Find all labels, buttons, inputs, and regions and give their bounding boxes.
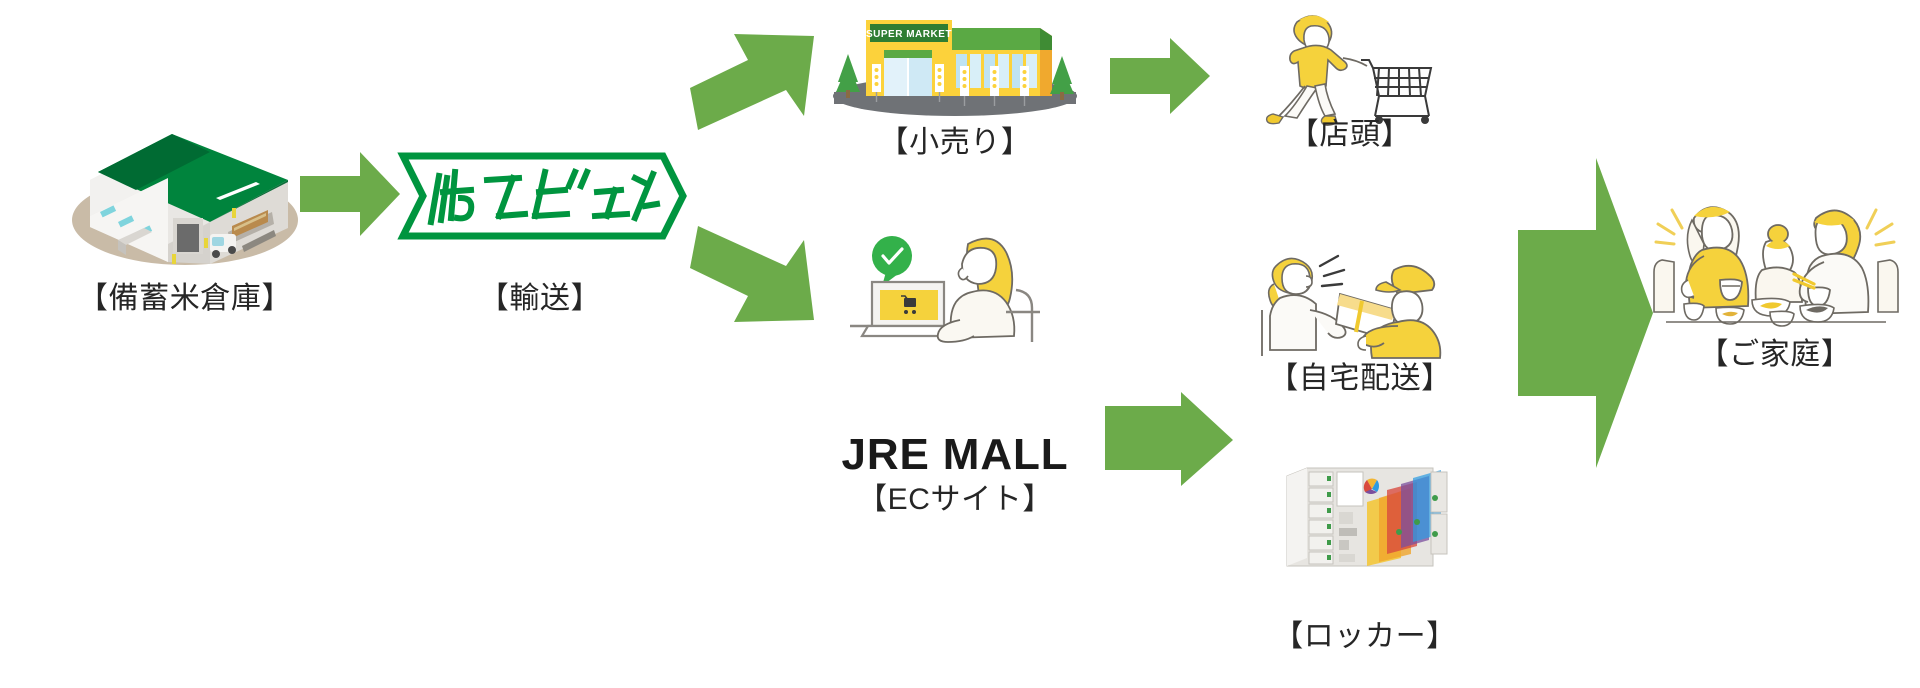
parcel-handover-icon [1261, 254, 1442, 359]
arrow-transport-to-retail [690, 12, 820, 132]
shopper-with-cart-icon [1265, 15, 1433, 126]
arrow-retail-to-storefront [1110, 38, 1210, 114]
jre-mall-wordmark: JRE MALL [841, 430, 1069, 479]
label-household: 【ご家庭】 [1698, 338, 1852, 371]
family-dining-icon [1653, 206, 1899, 327]
label-transport: 【輸送】 [478, 282, 602, 315]
node-locker [1283, 458, 1473, 576]
supermarket-icon: SUPER MARKET [833, 20, 1077, 116]
parcel-locker-icon [1286, 467, 1448, 567]
node-retail: SUPER MARKET [830, 6, 1080, 118]
node-storefront [1255, 8, 1445, 128]
arrow-to-household [1518, 158, 1653, 468]
label-storefront: 【店頭】 [1288, 118, 1412, 151]
hakobyun-logo [397, 152, 687, 240]
arrow-warehouse-to-transport [300, 148, 400, 240]
label-warehouse: 【備蓄米倉庫】 [77, 282, 293, 315]
node-ecsite [850, 228, 1060, 348]
arrow-transport-to-ecsite [690, 220, 820, 340]
node-home-delivery [1258, 248, 1448, 359]
supermarket-sign-text: SUPER MARKET [866, 29, 952, 40]
online-shopper-icon [850, 236, 1040, 343]
label-ecsite: 【ECサイト】 [857, 483, 1053, 516]
label-locker: 【ロッカー】 [1273, 620, 1457, 653]
label-home-delivery: 【自宅配送】 [1268, 362, 1452, 395]
node-transport [395, 148, 687, 244]
node-warehouse [60, 112, 310, 272]
node-household [1648, 188, 1903, 327]
arrow-ecsite-to-delivery [1105, 392, 1235, 492]
label-retail: 【小売り】 [878, 126, 1032, 159]
warehouse-icon [72, 134, 298, 265]
